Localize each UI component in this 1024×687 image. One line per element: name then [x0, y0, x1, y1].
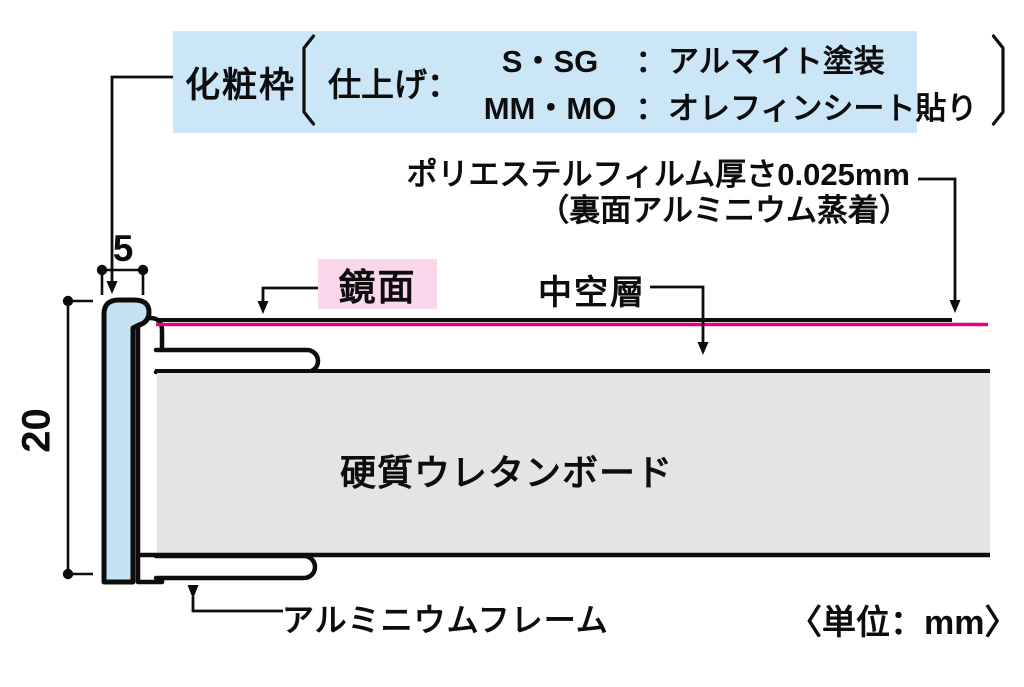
right-paren-icon — [991, 33, 1007, 131]
dimension-5-value: 5 — [112, 228, 134, 269]
polyester-film-label: ポリエステルフィルム厚さ0.025mm （裏面アルミニウム蒸着） — [407, 157, 910, 229]
dimension-20-value: 20 — [14, 408, 59, 453]
polyester-film-label-line2: （裏面アルミニウム蒸着） — [538, 193, 910, 228]
finish-separator: ： — [635, 44, 667, 79]
finish-label: 仕上げ： — [328, 66, 461, 103]
hollow-leader — [650, 285, 705, 343]
frame-leader-arrow-icon — [187, 585, 199, 599]
unit-note: 〈単位：mm〉 — [788, 604, 1019, 642]
dimension-20-dot-top — [62, 295, 74, 307]
finish-rows: S・SG ： アルマイト塗装 MM・MO ： オレフィンシート貼り — [466, 36, 978, 128]
film-leader-arrow-icon — [949, 300, 961, 313]
urethane-board — [157, 372, 990, 555]
frame-word-label: 化粧枠 — [185, 65, 297, 105]
finish-code: S・SG — [501, 44, 599, 79]
dimension-20-lines — [66, 299, 93, 576]
polyester-film-label-line1: ポリエステルフィルム厚さ0.025mm — [406, 157, 910, 192]
left-paren-icon — [300, 33, 316, 131]
dimension-5-dot-right — [137, 264, 149, 276]
aluminum-frame-label: アルミニウムフレーム — [282, 602, 609, 638]
frame-leader — [191, 597, 283, 613]
aluminum-frame-middle-lip — [153, 347, 321, 375]
mirror-surface-label: 鏡面 — [318, 259, 437, 309]
hollow-layer-label: 中空層 — [538, 274, 646, 312]
finish-description: オレフィンシート貼り — [668, 91, 978, 126]
finish-separator: ： — [635, 91, 667, 126]
frame-finish-note-box: 化粧枠 仕上げ： S・SG ： アルマイト塗装 MM・MO ： オレフィンシート… — [173, 31, 1006, 133]
mirror-leader — [261, 286, 318, 302]
mirror-leader-arrow-icon — [257, 301, 269, 314]
finish-description: アルマイト塗装 — [668, 44, 885, 79]
finish-code: MM・MO — [483, 91, 617, 126]
dimension-5-dot-left — [96, 264, 108, 276]
aluminum-frame-bottom-lip — [153, 553, 318, 581]
hollow-leader-arrow-icon — [697, 342, 709, 355]
decorative-frame-leader — [110, 75, 173, 283]
film-leader — [918, 177, 957, 301]
mirror-surface-text: 鏡面 — [338, 267, 417, 308]
decorative-frame — [101, 297, 152, 585]
dimension-20-dot-bottom — [62, 568, 74, 580]
decorative-frame-leader-arrow-icon — [106, 281, 118, 294]
urethane-board-label: 硬質ウレタンボード — [340, 452, 674, 493]
